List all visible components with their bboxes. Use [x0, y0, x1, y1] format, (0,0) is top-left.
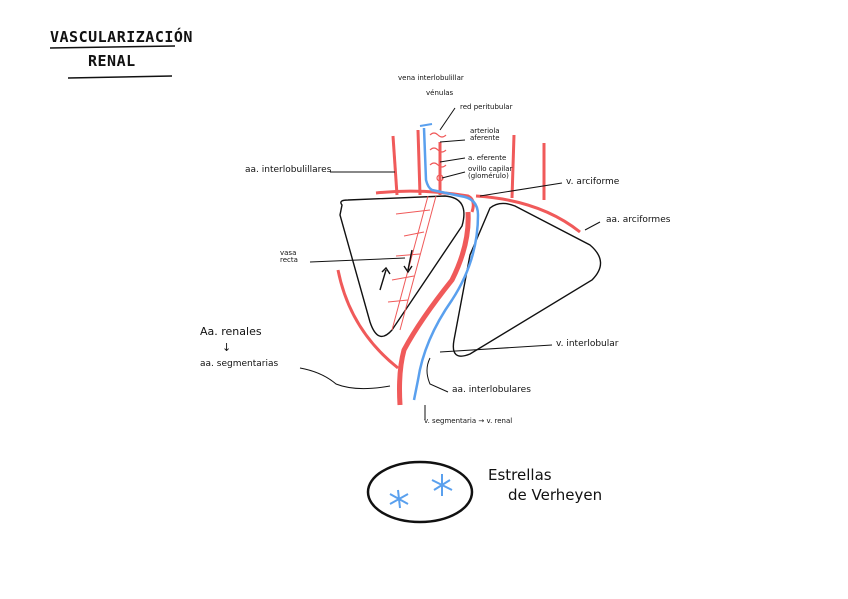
label-v-interlobular: v. interlobular	[556, 339, 619, 349]
leader-lines	[299, 107, 601, 420]
flow-arrows	[379, 249, 413, 291]
venulas-top	[419, 123, 433, 127]
label-v-segmentaria: v. segmentaria → v. renal	[424, 417, 513, 425]
label-red-peritubular: red peritubular	[460, 103, 513, 111]
left-pyramid-outline	[339, 195, 465, 338]
title-underline-2	[67, 75, 173, 79]
label-venulas: vénulas	[426, 89, 454, 97]
label-estrellas: Estrellas	[488, 466, 552, 484]
diagram-title-line1: VASCULARIZACIÓN	[50, 28, 193, 46]
interlobar-artery	[397, 211, 471, 406]
interlobar-artery-left-branch	[336, 269, 399, 370]
star-icon	[389, 474, 453, 509]
glomerulus-loops	[429, 132, 447, 182]
label-ovillo-capilar: ovillo capilar (glomérulo)	[468, 165, 513, 180]
label-de-verheyen: de Verheyen	[508, 486, 603, 504]
interlobular-vein	[412, 127, 480, 401]
label-aa-renales: Aa. renales	[200, 325, 262, 338]
diagram-title-line2: RENAL	[88, 52, 136, 70]
label-a-eferente: a. eferente	[468, 154, 507, 162]
label-arteriola-aferente: arteriola aferente	[470, 127, 500, 142]
label-vena-interlobulillar: vena interlobulillar	[398, 74, 464, 82]
title-underline-1	[49, 45, 176, 49]
label-aa-interlobulares: aa. interlobulares	[452, 385, 531, 395]
right-pyramid-outline	[452, 202, 602, 357]
label-aa-segmentarias: aa. segmentarias	[200, 359, 279, 369]
label-arrow-down: ↓	[222, 341, 232, 354]
arcuate-arteries	[375, 189, 581, 234]
label-aa-interlobulillares: aa. interlobulillares	[245, 165, 332, 175]
verheyen-ellipse	[366, 460, 474, 524]
label-vasa-recta: vasa recta	[280, 249, 298, 264]
label-aa-arciformes: aa. arciformes	[606, 215, 671, 225]
label-v-arciforme: v. arciforme	[566, 177, 620, 187]
